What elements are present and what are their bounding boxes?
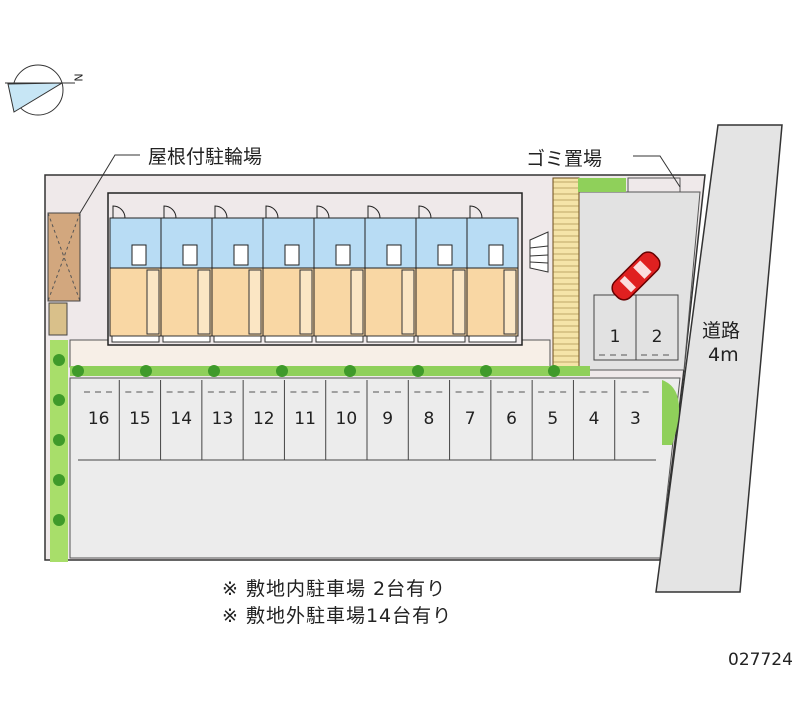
parking-slot-number: 1 [610,327,621,347]
compass-icon [5,64,75,116]
apartment-unit [466,205,519,343]
note-offsite-parking: ※ 敷地外駐車場14台有り [222,605,453,627]
hedge-left [50,340,68,562]
stairs [529,231,549,273]
parking-area [69,377,681,559]
shrub-icon [53,474,65,486]
hedge-top [578,178,626,192]
parking-slot-number: 14 [170,409,192,429]
garbage-area [627,177,681,193]
shrub-icon [548,365,560,377]
apartment-unit [211,205,264,343]
parking-slot-number: 15 [129,409,151,429]
parking-slot-number: 3 [630,409,641,429]
note-onsite-parking: ※ 敷地内駐車場 2台有り [222,578,447,600]
compass-north-label: N [71,73,85,82]
shrub-icon [344,365,356,377]
apartment-unit [109,205,162,343]
parking-slot: 13 [201,380,238,460]
parking-slot-number: 10 [336,409,358,429]
apartment-unit [262,205,315,343]
apartment-unit [313,205,366,343]
apartment-unit [415,205,468,343]
parking-slot-number: 11 [294,409,316,429]
hedge-corner [662,380,680,445]
parking-slot: 15 [118,380,155,460]
parking-slot-number: 4 [589,409,600,429]
parking-slot: 11 [283,380,320,460]
car-icon [611,251,661,301]
garbage-leader-line [633,155,681,188]
parking-slot-number: 16 [88,409,110,429]
parking-slot-number: 7 [465,409,476,429]
shrub-icon [208,365,220,377]
road [655,124,783,593]
parking-slot: 8 [407,380,444,460]
parking-slot-number: 9 [382,409,393,429]
parking-slot: 6 [490,380,527,460]
bicycle-parking-label: 屋根付駐輪場 [148,146,263,168]
meter-box [48,302,68,336]
road-name-label: 道路 [702,320,741,342]
parking-slot: 7 [449,380,485,460]
bike-leader-line [79,154,140,214]
road-width-label: 4m [708,344,739,366]
shrub-icon [72,365,84,377]
shrub-icon [53,394,65,406]
parking-slot-number: 8 [424,409,435,429]
parking-slot: 14 [160,380,196,460]
parking-slot-number: 2 [652,327,663,347]
shrub-icon [480,365,492,377]
parking-slot: 12 [242,380,279,460]
apartment-unit [160,205,213,343]
shrub-icon [412,365,424,377]
hedge-front [70,366,590,376]
parking-slot: 9 [366,380,403,460]
parking-slot-number: 12 [253,409,275,429]
apartment-unit [364,205,417,343]
shrub-icon [53,354,65,366]
shrub-icon [53,434,65,446]
parking-slot: 16 [84,391,114,429]
parking-slot: 2 [635,294,679,361]
parking-slot-number: 13 [212,409,234,429]
garbage-label: ゴミ置場 [526,148,603,170]
shrub-icon [140,365,152,377]
parking-slot-number: 6 [506,409,517,429]
shrub-icon [276,365,288,377]
parking-slot: 10 [325,380,361,460]
parking-slot: 4 [572,380,609,460]
shrub-icon [53,514,65,526]
parking-slot-number: 5 [547,409,558,429]
parking-slot: 5 [531,380,568,460]
parking-slot: 3 [614,380,650,460]
property-id: 027724 [728,650,793,670]
